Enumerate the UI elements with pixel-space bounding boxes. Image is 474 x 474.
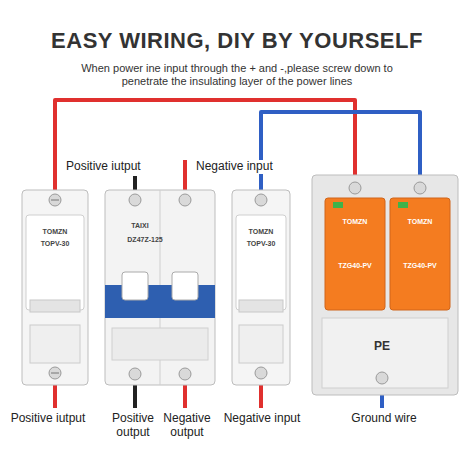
wire-label: Negative input [222, 412, 303, 426]
fuse-holder [22, 190, 88, 385]
wire-label: Ground wire [349, 412, 418, 426]
red-wire [53, 383, 57, 408]
wire-label: Positive output [108, 412, 158, 440]
black-wire [133, 383, 137, 408]
model-text: TZG40-PV [338, 262, 371, 270]
red-wire [183, 383, 187, 408]
page-title: EASY WIRING, DIY BY YOURSELF [51, 28, 423, 53]
fuse-holder [232, 190, 290, 385]
wire-label: Negative input [194, 160, 275, 174]
brand-text: TOMZN [43, 228, 68, 236]
red-wire [259, 383, 263, 408]
wire-label: Positive iutput [64, 160, 143, 174]
brand-text: TAIXI [131, 222, 148, 230]
model-text: DZ47Z-125 [127, 236, 162, 244]
subtitle: When power ine input through the + and -… [67, 62, 407, 87]
brand-text: TOMZN [343, 218, 368, 226]
model-text: TZG40-PV [403, 262, 436, 270]
brand-text: TOMZN [249, 228, 274, 236]
model-text: TOPV-30 [247, 240, 276, 248]
model-text: TOPV-30 [41, 240, 70, 248]
wire-label: Negative output [161, 412, 213, 440]
wire-label: Positive iutput [9, 412, 88, 426]
circuit-breaker [105, 190, 215, 385]
red-wire [183, 160, 187, 192]
terminal-label: PE [374, 340, 390, 354]
surge-protector [312, 175, 458, 395]
brand-text: TOMZN [408, 218, 433, 226]
